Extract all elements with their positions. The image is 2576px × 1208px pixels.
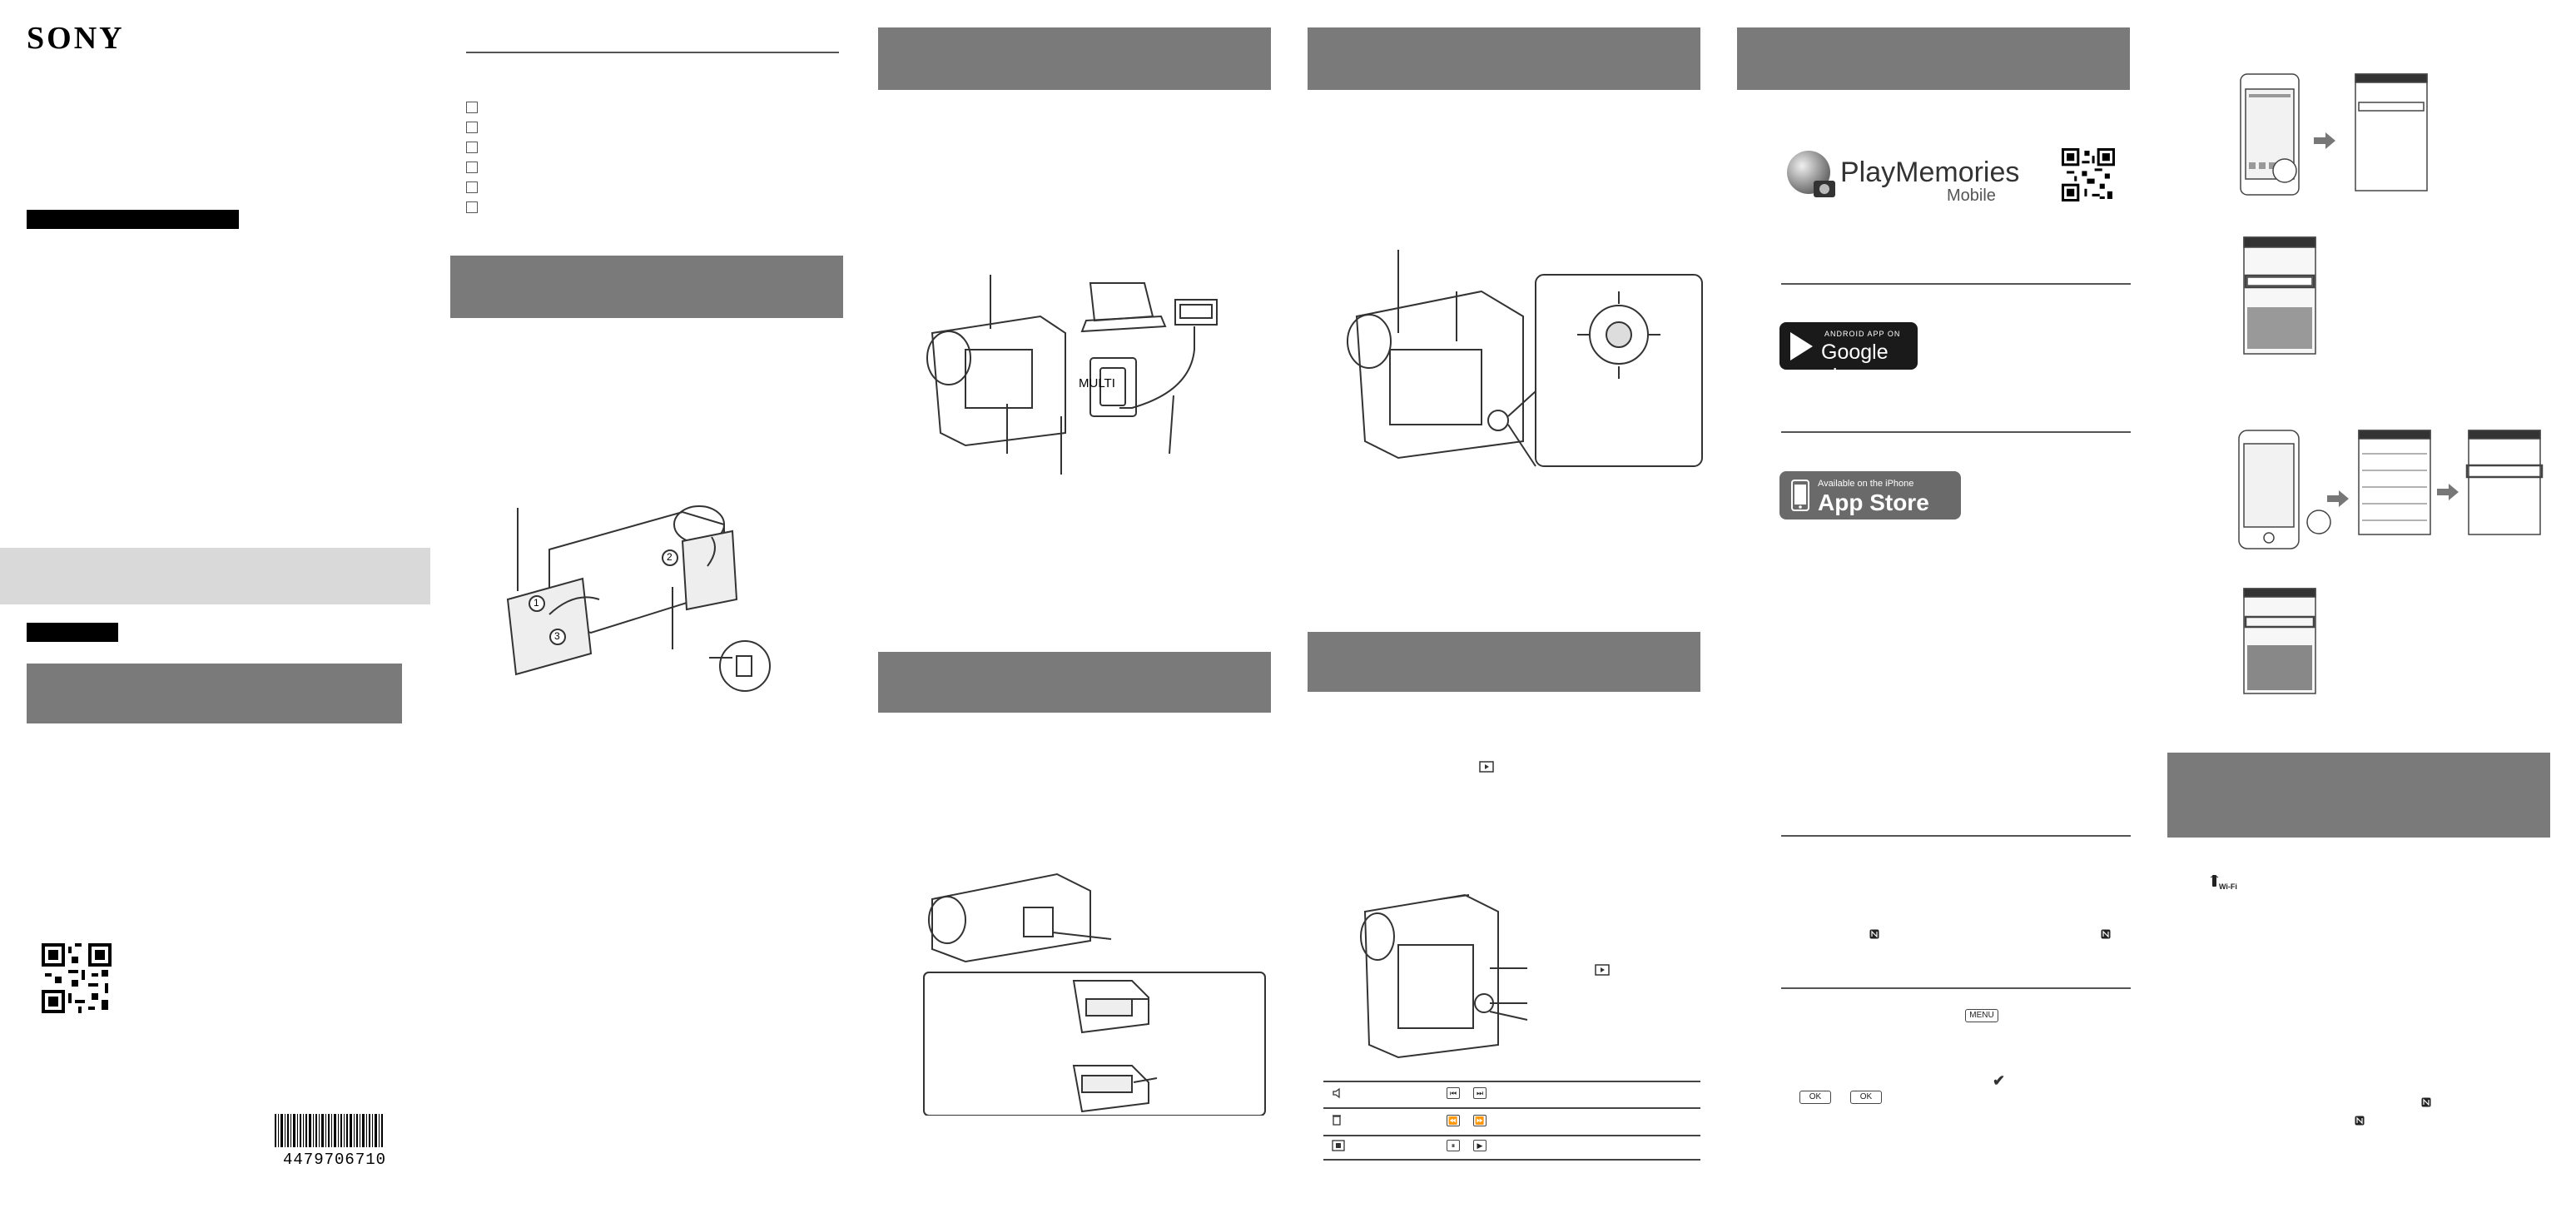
skip-icon: ⏪ (1447, 1115, 1460, 1126)
usb-connection-illustration: MULTI (916, 266, 1248, 504)
play-icon (1595, 964, 1610, 977)
sony-logo: SONY (27, 21, 125, 56)
callout-3: 3 (554, 630, 561, 642)
section-header-6 (1308, 632, 1700, 692)
skip-forward-icon: ⏭ (1473, 1087, 1487, 1099)
qr-code-icon (42, 943, 112, 1013)
col5-rule-1 (1781, 283, 2131, 285)
nfc-icon (2355, 1116, 2365, 1127)
app-store-badge[interactable]: Available on the iPhone App Store (1779, 471, 1961, 519)
control-dial-illustration (1332, 241, 1715, 479)
section-header-7 (1737, 27, 2130, 90)
ok-key: OK (1799, 1091, 1831, 1104)
android-ssid-illustration (2242, 236, 2317, 360)
android-steps-illustration (2239, 71, 2455, 208)
memory-card-illustration (916, 858, 1282, 1120)
playmemories-logo: PlayMemories Mobile (1785, 143, 2019, 210)
wifi-icon: Wi-Fi (2210, 874, 2237, 898)
black-title-band (27, 210, 239, 229)
playmemories-title: PlayMemories (1840, 157, 2020, 188)
checkbox-icon (466, 201, 478, 213)
playback-camera-illustration (1348, 878, 1631, 1074)
playmemories-subtitle: Mobile (1947, 186, 1996, 205)
check-icon: ✔ (1993, 1072, 2006, 1089)
section-header-4 (878, 652, 1271, 713)
col5-rule-4 (1781, 987, 2131, 989)
battery-insert-illustration: 1 2 3 (491, 466, 791, 703)
callout-1: 1 (534, 597, 540, 609)
barcode-number: 4479706710 (283, 1151, 387, 1169)
callout-2: 2 (667, 551, 673, 563)
skip-icon: ⏩ (1473, 1115, 1487, 1126)
nfc-icon (2101, 929, 2111, 941)
google-play-small-text: ANDROID APP ON (1824, 330, 1901, 338)
multi-port-label: MULTI (1079, 376, 1115, 390)
app-store-small-text: Available on the iPhone (1818, 479, 1914, 489)
col5-rule-3 (1781, 835, 2131, 837)
menu-key: MENU (1965, 1009, 1998, 1022)
table-rule (1323, 1135, 1700, 1136)
section-header-3 (878, 27, 1271, 90)
col2-top-rule (466, 52, 839, 53)
checkbox-icon (466, 142, 478, 153)
section-header-5 (1308, 27, 1700, 90)
stop-icon (1332, 1140, 1345, 1153)
volume-icon (1332, 1087, 1343, 1101)
skip-back-icon: ⏮ (1447, 1087, 1460, 1099)
nfc-icon (1869, 929, 1879, 941)
checkbox-icon (466, 102, 478, 113)
trash-icon (1332, 1114, 1342, 1127)
google-play-badge[interactable]: ANDROID APP ON Google play (1779, 322, 1918, 388)
wifi-label: Wi-Fi (2219, 882, 2237, 891)
app-store-big-text: App Store (1818, 490, 1929, 515)
play-icon (1479, 761, 1494, 774)
light-band (0, 548, 430, 604)
pause-icon: ⏸ (1447, 1140, 1460, 1151)
checkbox-icon (466, 181, 478, 193)
google-play-big-text: Google play (1821, 341, 1889, 388)
play-icon: ▶ (1473, 1140, 1487, 1151)
barcode (275, 1114, 383, 1151)
black-label-band (27, 623, 118, 642)
table-rule (1323, 1107, 1700, 1109)
col5-rule-2 (1781, 431, 2131, 433)
qr-code-icon (2062, 148, 2115, 201)
section-header-2 (450, 256, 843, 318)
table-rule (1323, 1159, 1700, 1161)
table-rule (1323, 1081, 1700, 1082)
iphone-password-illustration (2242, 587, 2317, 699)
section-header-1 (27, 664, 402, 723)
iphone-steps-illustration (2237, 429, 2554, 558)
nfc-icon (2421, 1097, 2431, 1109)
checkbox-icon (466, 122, 478, 133)
ok-key: OK (1850, 1091, 1882, 1104)
section-header-8 (2167, 753, 2550, 838)
checkbox-icon (466, 162, 478, 173)
